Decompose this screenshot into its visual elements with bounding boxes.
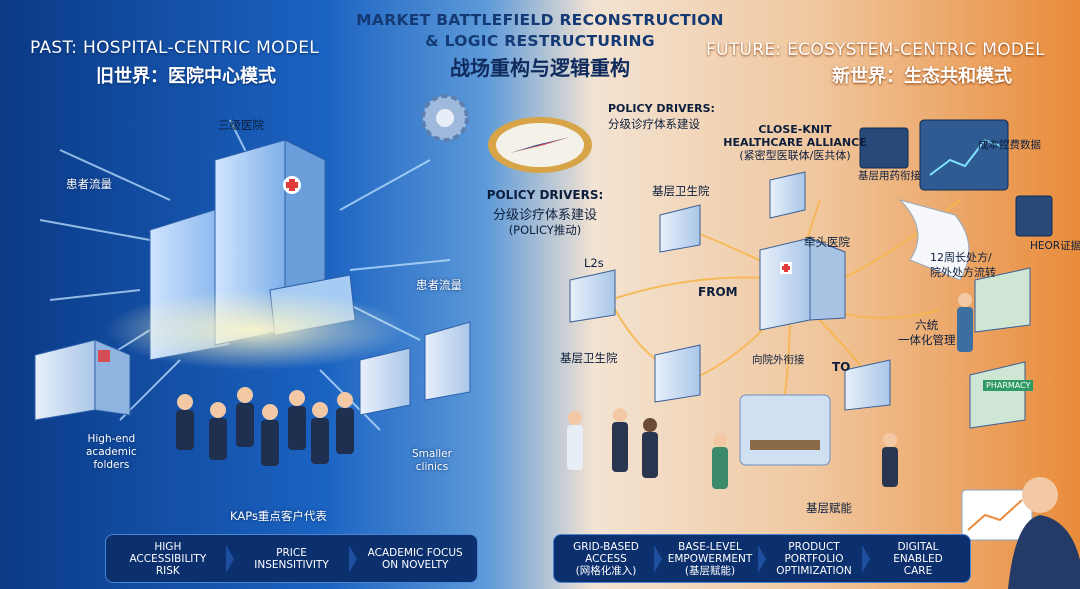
alliance-line1: CLOSE-KNIT bbox=[758, 123, 832, 136]
main-title-cn: 战场重构与逻辑重构 bbox=[450, 56, 630, 80]
high-end-line3: folders bbox=[93, 459, 130, 471]
kap-label: KAPs重点客户代表 bbox=[230, 509, 327, 523]
primary-clinic-left-label: 基层卫生院 bbox=[560, 351, 618, 365]
policy-top-cn: 分级诊疗体系建设 bbox=[608, 117, 700, 131]
policy-drivers-en: POLICY DRIVERS: bbox=[486, 188, 604, 202]
patient-flow-label-right: 患者流量 bbox=[416, 278, 462, 292]
seamless-label: 基层用药衔接 bbox=[858, 170, 921, 182]
high-end-line2: academic bbox=[86, 446, 137, 458]
future-characteristics-bar: GRID-BASED ACCESS (网格化准入) BASE-LEVEL EMP… bbox=[553, 534, 971, 583]
past-bar-item: ACADEMIC FOCUS ON NOVELTY bbox=[349, 535, 477, 582]
past-characteristics-bar: HIGH ACCESSIBILITY RISK PRICE INSENSITIV… bbox=[105, 534, 478, 583]
patient-flow-label-left: 患者流量 bbox=[66, 177, 112, 191]
prescription-label: 12周长处方/ 院外处方流转 bbox=[930, 250, 996, 280]
referral-label: 向院外衔接 bbox=[752, 354, 805, 366]
policy-drivers-cn: 分级诊疗体系建设 bbox=[492, 208, 597, 223]
hospital-glow bbox=[105, 290, 405, 370]
smaller-line2: clinics bbox=[415, 461, 449, 473]
unify-line2: 一体化管理 bbox=[898, 333, 956, 347]
policy-drivers-sub: (POLICY推动) bbox=[508, 223, 582, 237]
empower-label: 基层赋能 bbox=[806, 501, 852, 515]
to-label: TO bbox=[832, 360, 851, 374]
future-bar-item: DIGITAL ENABLED CARE bbox=[862, 535, 970, 582]
smaller-clinics-label: Smaller clinics bbox=[412, 448, 452, 474]
key-hospital-building bbox=[759, 237, 846, 331]
presenter-figure bbox=[961, 477, 1080, 589]
prescription-line2: 院外处方流转 bbox=[930, 266, 996, 279]
future-bar-item: BASE-LEVEL EMPOWERMENT (基层赋能) bbox=[654, 535, 762, 582]
main-title-line1: MARKET BATTLEFIELD RECONSTRUCTION bbox=[356, 11, 724, 29]
compass-icon bbox=[488, 117, 592, 173]
high-end-line1: High-end bbox=[87, 433, 136, 445]
cost-data-label: 成本控费数据 bbox=[978, 139, 1041, 151]
main-title-line2: & LOGIC RESTRUCTURING bbox=[425, 32, 655, 50]
clinic-scene bbox=[739, 394, 831, 466]
unify-label: 六统 一体化管理 bbox=[898, 318, 956, 348]
past-title-en: PAST: HOSPITAL-CENTRIC MODEL bbox=[30, 38, 320, 58]
primary-clinic-top-label: 基层卫生院 bbox=[652, 184, 710, 198]
prescription-line1: 12周长处方/ bbox=[930, 251, 992, 264]
gear-icon bbox=[421, 94, 469, 142]
kap-representatives-group bbox=[176, 387, 354, 466]
policy-top-en: POLICY DRIVERS: bbox=[608, 102, 715, 115]
care-team-people bbox=[567, 293, 973, 489]
past-title-cn: 旧世界：医院中心模式 bbox=[96, 66, 276, 87]
alliance-label: CLOSE-KNIT HEALTHCARE ALLIANCE (紧密型医联体/医… bbox=[700, 123, 890, 162]
data-dashboard-monitors bbox=[859, 119, 1053, 281]
key-hospital-label: 牵头医院 bbox=[804, 235, 850, 249]
academic-building bbox=[34, 339, 131, 421]
future-bar-item: PRODUCT PORTFOLIO OPTIMIZATION bbox=[758, 535, 866, 582]
future-title-en: FUTURE: ECOSYSTEM-CENTRIC MODEL bbox=[706, 40, 1046, 60]
from-label: FROM bbox=[698, 285, 738, 299]
past-bar-item: HIGH ACCESSIBILITY RISK bbox=[129, 540, 207, 577]
main-title: MARKET BATTLEFIELD RECONSTRUCTION & LOGI… bbox=[340, 10, 740, 52]
past-bar-item: PRICE INSENSITIVITY bbox=[225, 535, 354, 582]
alliance-line-cn: (紧密型医联体/医共体) bbox=[739, 149, 851, 162]
future-bar-item: GRID-BASED ACCESS (网格化准入) bbox=[573, 540, 639, 577]
future-title-cn: 新世界：生态共和模式 bbox=[832, 66, 1012, 87]
alliance-line2: HEALTHCARE ALLIANCE bbox=[723, 136, 867, 149]
l2s-label: L2s bbox=[584, 256, 604, 270]
heor-label: HEOR证据 bbox=[1030, 240, 1080, 252]
unify-line1: 六统 bbox=[915, 318, 939, 332]
satellite-clinics bbox=[569, 171, 1031, 429]
high-end-academic-label: High-end academic folders bbox=[86, 433, 137, 472]
smaller-line1: Smaller bbox=[412, 448, 452, 460]
tertiary-hospital-label: 三级医院 bbox=[218, 118, 264, 132]
pharmacy-sign: PHARMACY bbox=[983, 380, 1034, 391]
small-clinic-building bbox=[359, 321, 471, 416]
